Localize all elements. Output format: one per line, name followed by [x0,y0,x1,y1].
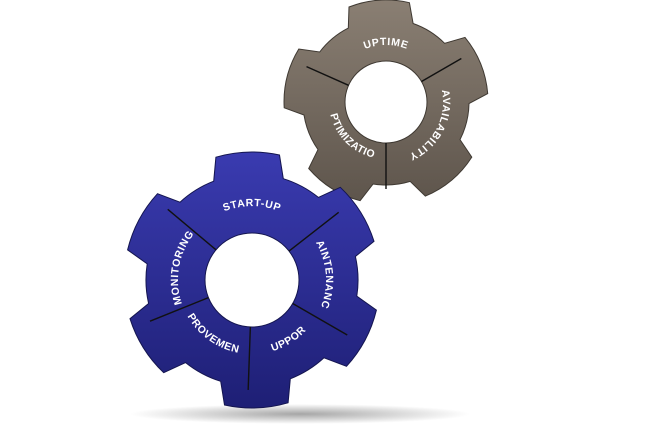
brown-divider-0 [306,65,349,86]
blue-divider-3 [247,326,252,390]
brown-divider-1 [421,57,462,83]
blue-divider-1 [288,211,340,252]
brown-gear-body [283,0,489,202]
brown-label-uptime: UPTIME [362,36,410,52]
blue-divider-4 [149,296,209,322]
blue-divider-2 [292,302,348,336]
ground-shadow [130,404,470,424]
blue-gear-body [127,151,377,409]
blue-gear-dividers [149,208,348,390]
brown-gear-dividers [306,57,462,189]
blue-divider-0 [167,208,217,251]
